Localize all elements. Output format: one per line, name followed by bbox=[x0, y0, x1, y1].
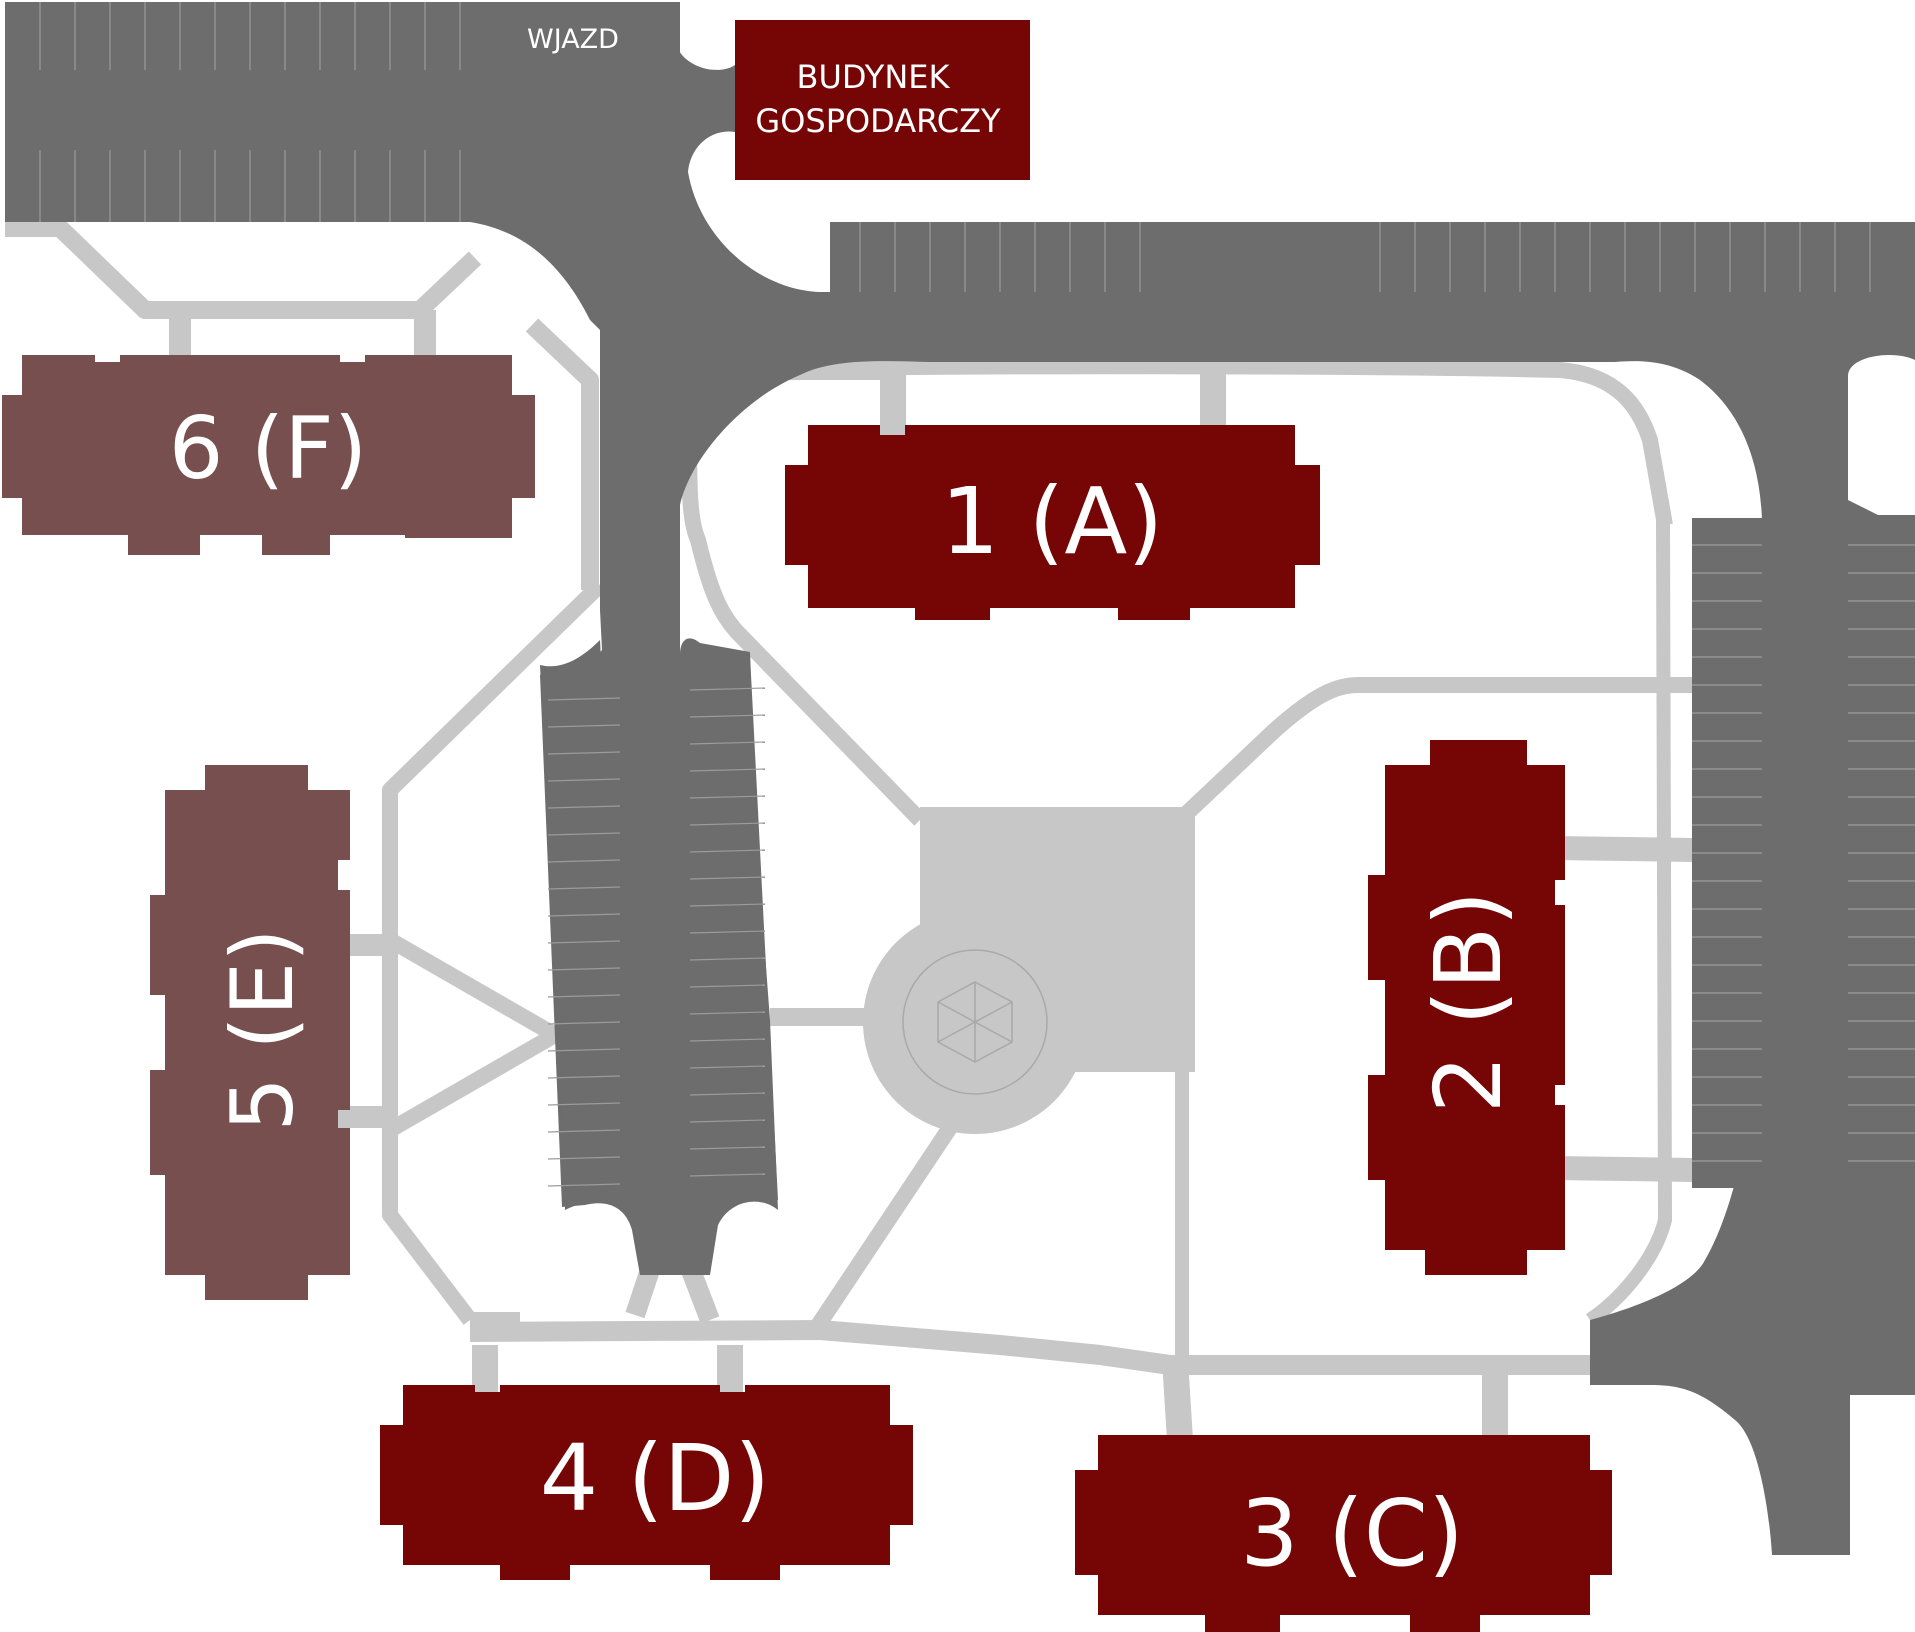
parking-stall-line bbox=[547, 994, 621, 998]
parking-stall-line bbox=[689, 930, 766, 934]
parking-stall-line bbox=[689, 849, 766, 853]
building-1[interactable]: 1 (A) bbox=[785, 425, 1320, 620]
parking-stall-line bbox=[547, 1102, 621, 1106]
parking-stall-line bbox=[689, 1065, 766, 1069]
parking-stall-line bbox=[689, 795, 766, 799]
parking-stall-line bbox=[547, 913, 621, 917]
gazebo-hexagon-icon bbox=[902, 949, 1048, 1095]
parking-stall-line bbox=[689, 687, 766, 691]
utility-building-label-line1: BUDYNEK bbox=[797, 58, 951, 96]
parking-stall-line bbox=[547, 1021, 621, 1025]
parking-stall-line bbox=[547, 832, 621, 836]
parking-stall-line bbox=[547, 886, 621, 890]
utility-building-label-line2: GOSPODARCZY bbox=[755, 102, 1001, 140]
building-1-label: 1 (A) bbox=[941, 468, 1164, 575]
parking-stall-line bbox=[689, 768, 766, 772]
building-6[interactable]: 6 (F) bbox=[2, 355, 535, 555]
parking-stall-line bbox=[547, 697, 621, 701]
parking-stall-line bbox=[689, 1092, 766, 1096]
parking-stall-line bbox=[547, 1048, 621, 1052]
parking-stall-line bbox=[689, 957, 766, 961]
parking-stall-line bbox=[689, 741, 766, 745]
building-2[interactable]: 2 (B) bbox=[1368, 740, 1565, 1275]
building-4[interactable]: 4 (D) bbox=[380, 1385, 913, 1580]
roads bbox=[5, 2, 1915, 1555]
building-2-label: 2 (B) bbox=[1415, 891, 1522, 1114]
parking-stall-line bbox=[547, 1156, 621, 1160]
central-plaza bbox=[863, 807, 1195, 1134]
building-6-label: 6 (F) bbox=[169, 399, 368, 499]
parking-stall-line bbox=[547, 724, 621, 728]
parking-stall-lines bbox=[39, 2, 1915, 1187]
parking-stall-line bbox=[689, 822, 766, 826]
parking-stall-line bbox=[547, 859, 621, 863]
parking-stall-line bbox=[547, 778, 621, 782]
building-5-label: 5 (E) bbox=[213, 928, 313, 1132]
parking-stall-line bbox=[547, 940, 621, 944]
building-3-label: 3 (C) bbox=[1240, 1480, 1464, 1587]
parking-stall-line bbox=[689, 714, 766, 718]
entrance-label: WJAZD bbox=[527, 24, 619, 55]
building-4-label: 4 (D) bbox=[540, 1425, 770, 1532]
utility-building[interactable]: BUDYNEK GOSPODARCZY bbox=[735, 20, 1030, 180]
parking-stall-line bbox=[689, 1011, 766, 1015]
parking-stall-line bbox=[547, 967, 621, 971]
parking-stall-line bbox=[689, 903, 766, 907]
parking-stall-line bbox=[689, 1038, 766, 1042]
parking-stall-line bbox=[689, 1119, 766, 1123]
parking-stall-line bbox=[689, 984, 766, 988]
parking-stall-line bbox=[689, 1146, 766, 1150]
parking-stall-line bbox=[547, 1075, 621, 1079]
parking-stall-line bbox=[689, 876, 766, 880]
parking-stall-line bbox=[547, 1183, 621, 1187]
parking-stall-line bbox=[547, 1129, 621, 1133]
parking-stall-line bbox=[689, 1173, 766, 1177]
parking-stall-line bbox=[547, 751, 621, 755]
building-3[interactable]: 3 (C) bbox=[1075, 1435, 1612, 1632]
parking-stall-line bbox=[547, 805, 621, 809]
building-5[interactable]: 5 (E) bbox=[150, 765, 350, 1300]
